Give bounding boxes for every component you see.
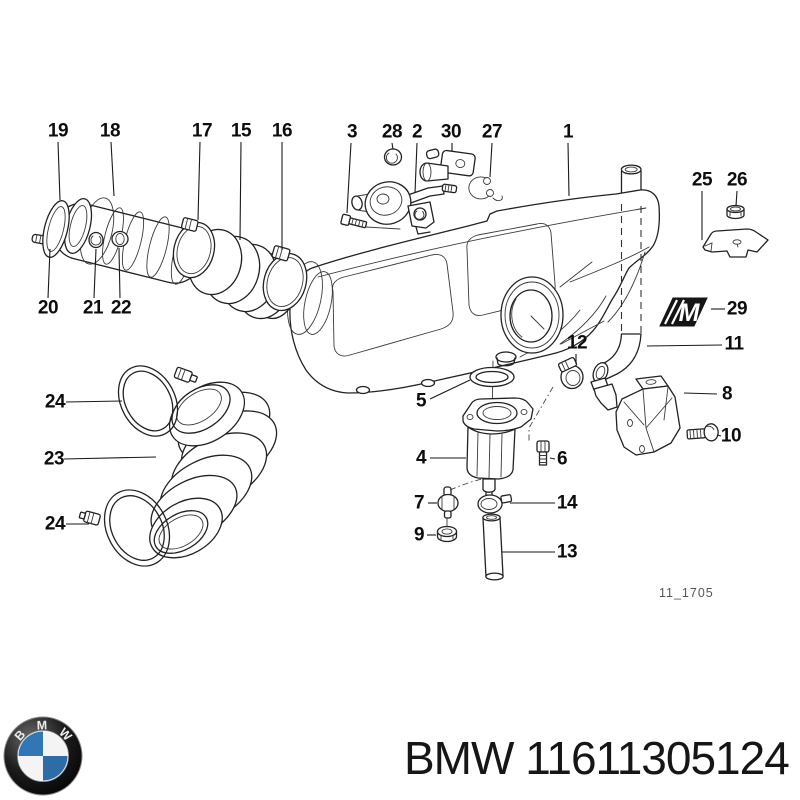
part-bolt-6	[536, 440, 550, 466]
part-screw-3	[340, 213, 401, 230]
leader-line-23	[63, 456, 157, 460]
part-callout-8: 8	[721, 383, 733, 405]
assembly-line-12	[528, 386, 554, 443]
roundel-quadrant-white-tr	[43, 731, 68, 756]
part-vent-tube-11-lower	[592, 204, 642, 383]
part-callout-13: 13	[556, 541, 578, 563]
part-callout-27: 27	[481, 121, 503, 143]
part-fitting-22	[111, 230, 129, 248]
part-clamp-24-bottom	[78, 489, 171, 567]
part-bolt-10	[686, 423, 719, 442]
part-callout-23: 23	[43, 448, 65, 470]
part-intake-tube-18	[31, 197, 203, 285]
part-callout-16: 16	[271, 120, 293, 142]
part-callout-1: 1	[562, 121, 574, 143]
part-callout-18: 18	[99, 120, 121, 142]
part-callout-4: 4	[415, 447, 427, 469]
part-callout-22: 22	[110, 297, 132, 319]
bmw-logo: B M W	[3, 716, 83, 796]
part-callout-17: 17	[191, 120, 213, 142]
part-callout-3: 3	[346, 121, 358, 143]
leader-line-18	[110, 141, 115, 197]
part-valve-2	[351, 181, 458, 235]
part-callout-7: 7	[413, 492, 425, 514]
part-callout-30: 30	[440, 121, 462, 143]
m-emblem-letter: M	[679, 299, 701, 327]
part-vent-tube-11	[620, 164, 642, 206]
part-callout-10: 10	[720, 425, 742, 447]
part-air-collector-1	[287, 189, 660, 395]
roundel-quadrant-white-bl	[18, 756, 43, 781]
leader-line-11	[646, 344, 723, 347]
leader-line-20	[47, 248, 51, 299]
part-callout-26: 26	[726, 169, 748, 191]
leader-line-28	[391, 142, 394, 150]
leader-line-21	[93, 248, 97, 299]
part-callout-29: 29	[726, 298, 748, 320]
leader-line-26	[735, 190, 738, 207]
part-clamp-12	[557, 356, 584, 390]
part-callout-11: 11	[724, 333, 744, 355]
roundel-quadrant-blue-br	[43, 756, 68, 781]
part-callout-24: 24	[44, 391, 66, 413]
part-callout-15: 15	[230, 120, 252, 142]
diagram-code: 11_1705	[659, 586, 714, 600]
part-callout-28: 28	[381, 121, 403, 143]
part-funnel-4	[462, 397, 534, 503]
assembly-line-7	[449, 478, 483, 491]
part-plate-25	[702, 228, 769, 258]
leader-line-15	[239, 141, 242, 241]
leader-line-10	[716, 434, 722, 437]
leader-line-6	[549, 457, 556, 460]
part-nut-9	[436, 525, 458, 543]
part-callout-21: 21	[82, 297, 104, 319]
part-callout-14: 14	[556, 492, 578, 514]
part-fitting-21	[88, 231, 104, 249]
part-clamp-16	[262, 245, 308, 312]
part-tube-13	[482, 513, 504, 581]
leader-line-3	[346, 142, 352, 214]
leader-line-1	[567, 142, 570, 197]
part-callout-20: 20	[37, 297, 59, 319]
part-clamp-14	[477, 494, 513, 514]
part-callout-5: 5	[415, 390, 427, 412]
part-callout-9: 9	[413, 524, 425, 546]
leader-line-2	[414, 142, 418, 194]
part-callout-24: 24	[44, 513, 66, 535]
leader-line-8	[683, 392, 718, 395]
part-oring-5	[469, 366, 515, 388]
leader-line-27	[489, 142, 493, 178]
part-callout-12: 12	[566, 332, 588, 354]
leader-line-24	[65, 400, 123, 403]
leader-line-19	[57, 141, 61, 201]
roundel-quadrant-blue-tl	[18, 731, 43, 756]
part-number-text: BMW 11611305124	[404, 732, 790, 784]
part-callout-6: 6	[556, 448, 568, 470]
part-bracket-8	[590, 375, 681, 456]
part-spring-clamp-27	[468, 176, 503, 202]
part-hose-23	[149, 381, 278, 559]
part-callout-25: 25	[691, 169, 713, 191]
logo-letter-m: M	[36, 718, 47, 732]
leader-line-5	[429, 379, 471, 400]
part-valve-7	[437, 486, 459, 519]
part-nut-26	[726, 204, 745, 220]
parts-diagram: M	[31, 141, 769, 600]
leader-line-17	[197, 141, 201, 221]
leader-line-22	[118, 247, 121, 299]
part-clamp-17	[172, 217, 216, 279]
part-callout-19: 19	[47, 120, 69, 142]
part-holder-30	[419, 148, 476, 182]
part-m-emblem-29: M	[659, 297, 708, 327]
part-callout-2: 2	[411, 121, 423, 143]
leader-lines	[47, 141, 738, 553]
part-clamp-24-top	[117, 365, 198, 437]
